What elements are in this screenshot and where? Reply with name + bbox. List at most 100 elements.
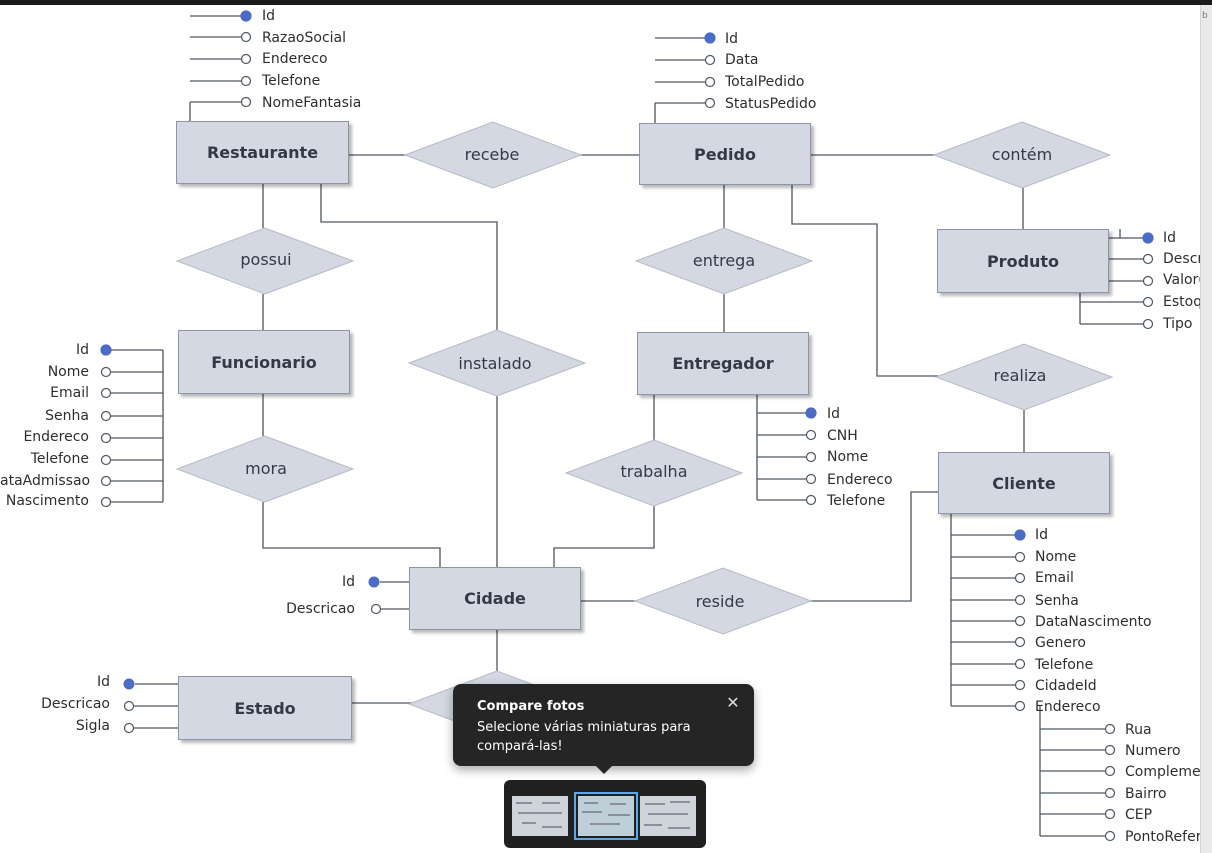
attr-cliente-email: Email bbox=[1035, 570, 1074, 586]
line-reside-cliente bbox=[810, 491, 938, 602]
attr-dot-endereco bbox=[1104, 723, 1116, 735]
attr-funcionario-datanascimento: Nascimento bbox=[5, 493, 89, 509]
attr-cidade-descricao: Descricao bbox=[286, 601, 355, 617]
attr-funcionario-dataadmissao: ataAdmissao bbox=[0, 473, 91, 489]
attr-dot-cliente bbox=[1014, 658, 1026, 670]
line-restaurante-instalado bbox=[320, 184, 498, 330]
attr-dot-endereco bbox=[1104, 830, 1116, 842]
attr-dot-restaurante bbox=[240, 31, 252, 43]
attr-dot-produto bbox=[1142, 296, 1154, 308]
attr-dot-endereco bbox=[1104, 787, 1116, 799]
attr-endereco-numero: Numero bbox=[1125, 743, 1181, 759]
attr-funcionario-telefone: Telefone bbox=[30, 451, 89, 467]
diamond-reside bbox=[633, 567, 813, 635]
window-top-bar bbox=[0, 0, 1212, 5]
thumbnail-strip bbox=[504, 780, 706, 848]
relationship-instalado[interactable]: instalado bbox=[458, 354, 532, 373]
attr-cliente-id: Id bbox=[1035, 527, 1049, 543]
attr-dot-cliente bbox=[1014, 636, 1026, 648]
relationship-mora[interactable]: mora bbox=[245, 459, 287, 478]
relationship-recebe[interactable]: recebe bbox=[464, 145, 520, 164]
attr-pk-dot-produto bbox=[1142, 232, 1154, 244]
attr-entregador-nome: Nome bbox=[827, 449, 869, 465]
entity-pedido[interactable]: Pedido bbox=[639, 123, 811, 185]
relationship-contem[interactable]: contém bbox=[991, 145, 1053, 164]
attr-restaurante-telefone: Telefone bbox=[262, 73, 321, 89]
tooltip-title: Compare fotos bbox=[477, 699, 585, 714]
compare-photos-tooltip: Compare fotos Selecione várias miniatura… bbox=[453, 684, 754, 774]
close-icon[interactable]: ✕ bbox=[726, 693, 740, 712]
attr-pedido-data: Data bbox=[725, 52, 759, 68]
attr-produto-id: Id bbox=[1163, 230, 1177, 246]
relationship-reside[interactable]: reside bbox=[695, 592, 745, 611]
attr-dot-pedido bbox=[704, 97, 716, 109]
diamond-recebe bbox=[403, 121, 583, 189]
attr-pk-dot-funcionario bbox=[100, 344, 112, 356]
attr-produto-tipo: Tipo bbox=[1163, 316, 1193, 332]
attr-dot-cliente bbox=[1014, 572, 1026, 584]
diamond-possui bbox=[175, 227, 355, 295]
attr-dot-restaurante bbox=[240, 96, 252, 108]
entity-funcionario[interactable]: Funcionario bbox=[178, 330, 350, 394]
attr-entregador-endereco: Endereco bbox=[827, 472, 893, 488]
attr-dot-entregador bbox=[805, 494, 817, 506]
attr-restaurante-id: Id bbox=[262, 8, 276, 24]
line-trabalha-cidade bbox=[553, 506, 655, 567]
diamond-mora bbox=[175, 435, 355, 503]
diamond-realiza bbox=[934, 343, 1114, 411]
line-pedido-realiza bbox=[791, 185, 938, 377]
attr-cidade-id: Id bbox=[341, 574, 355, 590]
right-panel-edge: b bbox=[1200, 5, 1212, 853]
relationship-realiza[interactable]: realiza bbox=[993, 366, 1047, 385]
relationship-trabalha[interactable]: trabalha bbox=[620, 462, 688, 481]
attr-endereco-complemento: Complemen bbox=[1125, 764, 1210, 780]
attr-dot-funcionario bbox=[100, 387, 112, 399]
attr-entregador-cnh: CNH bbox=[827, 428, 858, 444]
attr-entregador-telefone: Telefone bbox=[827, 493, 886, 509]
attr-pedido-totalpedido: TotalPedido bbox=[725, 74, 805, 90]
entity-produto[interactable]: Produto bbox=[937, 229, 1109, 293]
attr-dot-funcionario bbox=[100, 454, 112, 466]
attr-funcionario-id: Id bbox=[75, 342, 89, 358]
attr-funcionario-endereco: Endereco bbox=[23, 429, 89, 445]
thumbnail-1[interactable] bbox=[512, 796, 568, 836]
attr-estado-sigla: Sigla bbox=[75, 718, 110, 734]
attr-dot-cidade bbox=[370, 603, 382, 615]
attr-pk-dot-cliente bbox=[1014, 529, 1026, 541]
entity-cidade[interactable]: Cidade bbox=[409, 567, 581, 630]
attr-endereco-pontoreferencia: PontoRefer bbox=[1125, 829, 1202, 845]
attr-endereco-cep: CEP bbox=[1125, 807, 1153, 823]
relationship-possui[interactable]: possui bbox=[240, 250, 292, 269]
attr-pk-dot-entregador bbox=[805, 407, 817, 419]
attr-dot-estado bbox=[123, 722, 135, 734]
tooltip-arrow bbox=[596, 766, 612, 774]
attr-dot-endereco bbox=[1104, 808, 1116, 820]
thumbnail-3[interactable] bbox=[640, 796, 696, 836]
attr-estado-descricao: Descricao bbox=[41, 696, 110, 712]
attr-funcionario-senha: Senha bbox=[45, 408, 89, 424]
attr-cliente-nome: Nome bbox=[1035, 549, 1077, 565]
attr-dot-pedido bbox=[704, 76, 716, 88]
entity-cliente[interactable]: Cliente bbox=[938, 452, 1110, 514]
attr-pk-dot-restaurante bbox=[240, 10, 252, 22]
attr-dot-entregador bbox=[805, 429, 817, 441]
line-mora-cidade bbox=[262, 502, 441, 567]
attr-pk-dot-estado bbox=[123, 678, 135, 690]
attr-funcionario-nome: Nome bbox=[47, 364, 89, 380]
attr-dot-entregador bbox=[805, 451, 817, 463]
attr-cliente-datanascimento: DataNascimento bbox=[1035, 614, 1152, 630]
attr-dot-funcionario bbox=[100, 410, 112, 422]
relationship-entrega[interactable]: entrega bbox=[692, 251, 756, 270]
thumbnail-2-selected[interactable] bbox=[574, 792, 638, 840]
attr-produto-valor: Valor( bbox=[1163, 272, 1204, 288]
attr-dot-produto bbox=[1142, 275, 1154, 287]
attr-dot-estado bbox=[123, 700, 135, 712]
attr-dot-cliente bbox=[1014, 594, 1026, 606]
attr-cliente-endereco: Endereco bbox=[1035, 699, 1101, 715]
attr-pk-dot-pedido bbox=[704, 32, 716, 44]
entity-restaurante[interactable]: Restaurante bbox=[176, 121, 349, 184]
entity-estado[interactable]: Estado bbox=[178, 676, 352, 740]
attr-endereco-rua: Rua bbox=[1125, 722, 1152, 738]
entity-entregador[interactable]: Entregador bbox=[637, 332, 809, 395]
